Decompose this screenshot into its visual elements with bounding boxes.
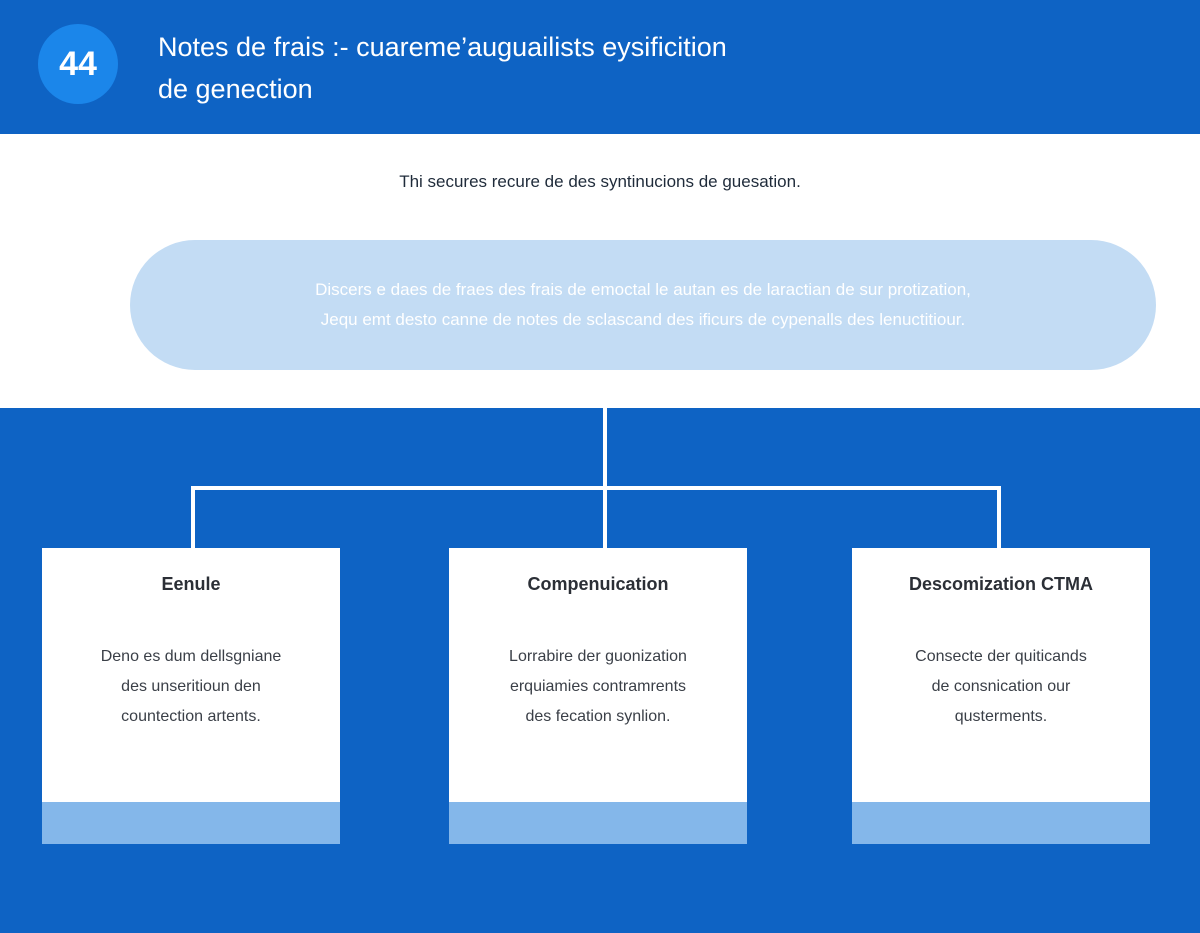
child-node-1-title: Eenule bbox=[161, 574, 221, 594]
number-badge: 44 bbox=[38, 24, 118, 104]
page-title-line-1: Notes de frais :- cuareme’auguailists ey… bbox=[158, 32, 727, 62]
header-band: 44 Notes de frais :- cuareme’auguailists… bbox=[0, 0, 1200, 134]
child-node-3-line-2: de consnication our bbox=[931, 678, 1071, 695]
root-node-line-1: Discers e daes de fraes des frais de emo… bbox=[315, 280, 971, 299]
child-node-2-footer bbox=[449, 802, 747, 844]
child-node-1-body: Deno es dum dellsgniane des unseritioun … bbox=[42, 642, 340, 732]
child-node-3-line-3: qusterments. bbox=[954, 708, 1048, 725]
root-node: Discers e daes de fraes des frais de emo… bbox=[130, 240, 1156, 370]
child-node-1: Eenule Deno es dum dellsgniane des unser… bbox=[42, 548, 340, 844]
child-node-2-body: Lorrabire der guonization erquiamies con… bbox=[449, 642, 747, 732]
child-node-3-footer bbox=[852, 802, 1150, 844]
child-node-2-line-3: des fecation synlion. bbox=[525, 708, 671, 725]
page-title: Notes de frais :- cuareme’auguailists ey… bbox=[158, 26, 878, 110]
child-node-2-title: Compenuication bbox=[527, 574, 669, 594]
child-node-2-line-1: Lorrabire der guonization bbox=[509, 648, 687, 665]
child-node-2-line-2: erquiamies contramrents bbox=[509, 678, 687, 695]
child-node-3-line-1: Consecte der quiticands bbox=[915, 648, 1087, 665]
child-node-3: Descomization CTMA Consecte der quitican… bbox=[852, 548, 1150, 844]
child-node-1-line-3: countection artents. bbox=[121, 708, 261, 725]
root-node-line-2: Jequ emt desto canne de notes de sclasca… bbox=[320, 310, 966, 329]
child-node-3-title: Descomization CTMA bbox=[908, 574, 1094, 594]
child-node-1-line-1: Deno es dum dellsgniane bbox=[100, 648, 282, 665]
diagram-subtitle: Thi secures recure de des syntinucions d… bbox=[399, 172, 801, 191]
child-node-2: Compenuication Lorrabire der guonization… bbox=[449, 548, 747, 844]
child-node-1-line-2: des unseritioun den bbox=[121, 678, 261, 695]
page-title-line-2: de genection bbox=[158, 74, 313, 104]
child-node-3-body: Consecte der quiticands de consnication … bbox=[852, 642, 1150, 732]
child-node-1-footer bbox=[42, 802, 340, 844]
